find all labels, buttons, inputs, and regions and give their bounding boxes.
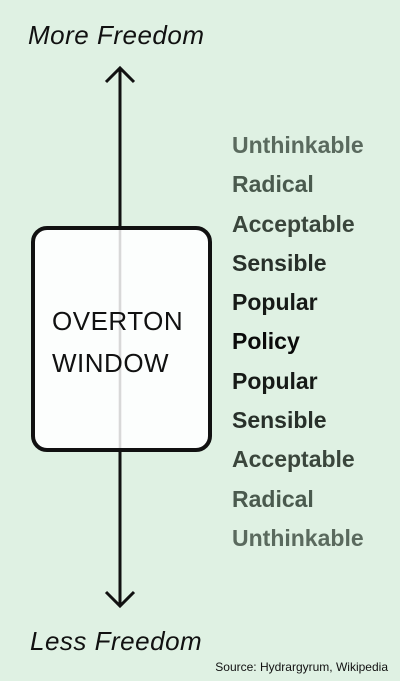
less-freedom-label: Less Freedom — [30, 626, 203, 656]
level-radical: Radical — [232, 485, 314, 512]
more-freedom-label: More Freedom — [28, 20, 205, 50]
source-caption: Source: Hydrargyrum, Wikipedia — [215, 660, 388, 674]
overton-window-label: OVERTON WINDOW — [52, 300, 183, 384]
window-label-line-2: WINDOW — [52, 348, 170, 378]
level-acceptable: Acceptable — [232, 446, 355, 473]
level-popular: Popular — [232, 289, 318, 316]
level-popular: Popular — [232, 367, 318, 394]
arrow-down-icon — [104, 590, 136, 609]
level-unthinkable: Unthinkable — [232, 524, 364, 551]
level-unthinkable: Unthinkable — [232, 132, 364, 158]
level-policy: Policy — [232, 328, 300, 355]
window-center-line — [119, 230, 121, 448]
level-acceptable: Acceptable — [232, 210, 355, 237]
level-radical: Radical — [232, 171, 314, 198]
level-sensible: Sensible — [232, 407, 327, 434]
window-label-line-1: OVERTON — [52, 306, 184, 336]
level-sensible: Sensible — [232, 249, 327, 276]
overton-window-box — [31, 226, 212, 452]
arrow-up-icon — [104, 65, 136, 84]
